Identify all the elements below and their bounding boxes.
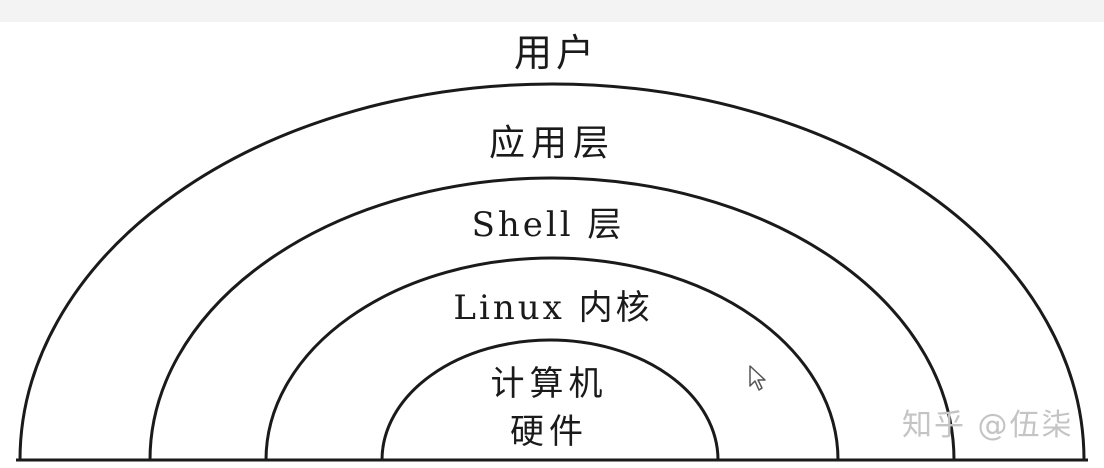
mouse-cursor-icon	[749, 365, 766, 391]
shell-layer-label: Shell 层	[471, 205, 625, 245]
linux-kernel-label: Linux 内核	[453, 288, 653, 328]
kernel-layer-arc	[264, 256, 840, 461]
application-layer-label: 应用层	[488, 123, 616, 164]
diagram-sheet	[0, 22, 1104, 468]
shell-layer-arc	[148, 176, 956, 461]
watermark: 知乎 @伍柒	[902, 408, 1074, 443]
hardware-label: 计算机 硬件	[491, 360, 608, 456]
application-layer-arc	[18, 82, 1086, 461]
hardware-label-line2: 硬件	[510, 412, 588, 452]
user-label: 用户	[513, 31, 599, 75]
hardware-layer-arc	[380, 338, 720, 461]
hardware-label-line1: 计算机	[490, 364, 608, 404]
